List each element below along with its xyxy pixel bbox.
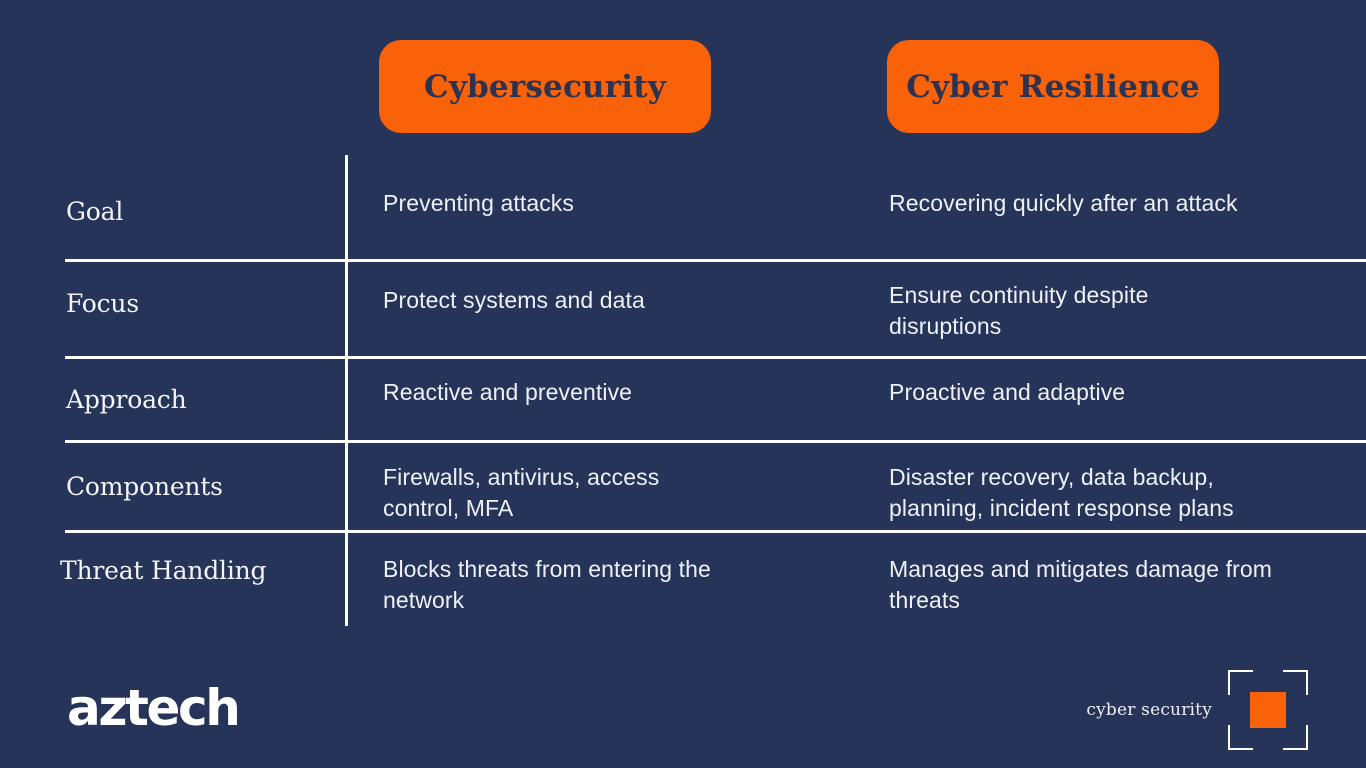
- table-divider: [65, 530, 1366, 533]
- row-label-approach: Approach: [66, 385, 187, 414]
- table-vertical-divider: [345, 155, 348, 626]
- cyber-security-mark: cyber security: [1086, 668, 1308, 752]
- cyber-security-mark-label: cyber security: [1086, 700, 1212, 720]
- cell-focus-cyber-resilience: Ensure continuity despite disruptions: [889, 282, 1149, 339]
- cell-goal-cybersecurity: Preventing attacks: [383, 190, 575, 216]
- bracket-frame-icon: [1228, 670, 1308, 750]
- table-divider: [65, 440, 1366, 443]
- column-header-cyber-resilience-label: Cyber Resilience: [906, 68, 1200, 105]
- row-label-components: Components: [66, 472, 223, 501]
- cell-approach-cyber-resilience: Proactive and adaptive: [889, 379, 1126, 405]
- column-header-cybersecurity-label: Cybersecurity: [423, 68, 667, 105]
- cell-goal-cyber-resilience: Recovering quickly after an attack: [889, 190, 1238, 216]
- column-header-cyber-resilience: Cyber Resilience: [887, 40, 1219, 133]
- cell-focus-cybersecurity: Protect systems and data: [383, 287, 645, 313]
- table-divider: [65, 259, 1366, 262]
- orange-square-swatch: [1250, 692, 1286, 728]
- column-header-cybersecurity: Cybersecurity: [379, 40, 711, 133]
- row-label-focus: Focus: [66, 289, 139, 318]
- table-divider: [65, 356, 1366, 359]
- cell-components-cyber-resilience: Disaster recovery, data backup, planning…: [889, 464, 1234, 521]
- cell-components-cybersecurity: Firewalls, antivirus, access control, MF…: [383, 464, 660, 521]
- aztech-logo: aztech: [67, 679, 241, 737]
- cell-threat-handling-cybersecurity: Blocks threats from entering the network: [383, 556, 711, 613]
- bracket-corner-top-right-icon: [1283, 670, 1308, 695]
- bracket-corner-top-left-icon: [1228, 670, 1253, 695]
- bracket-corner-bottom-left-icon: [1228, 725, 1253, 750]
- row-label-threat-handling: Threat Handling: [60, 556, 267, 585]
- cell-approach-cybersecurity: Reactive and preventive: [383, 379, 633, 405]
- row-label-goal: Goal: [66, 197, 124, 226]
- bracket-corner-bottom-right-icon: [1283, 725, 1308, 750]
- cell-threat-handling-cyber-resilience: Manages and mitigates damage from threat…: [889, 556, 1273, 613]
